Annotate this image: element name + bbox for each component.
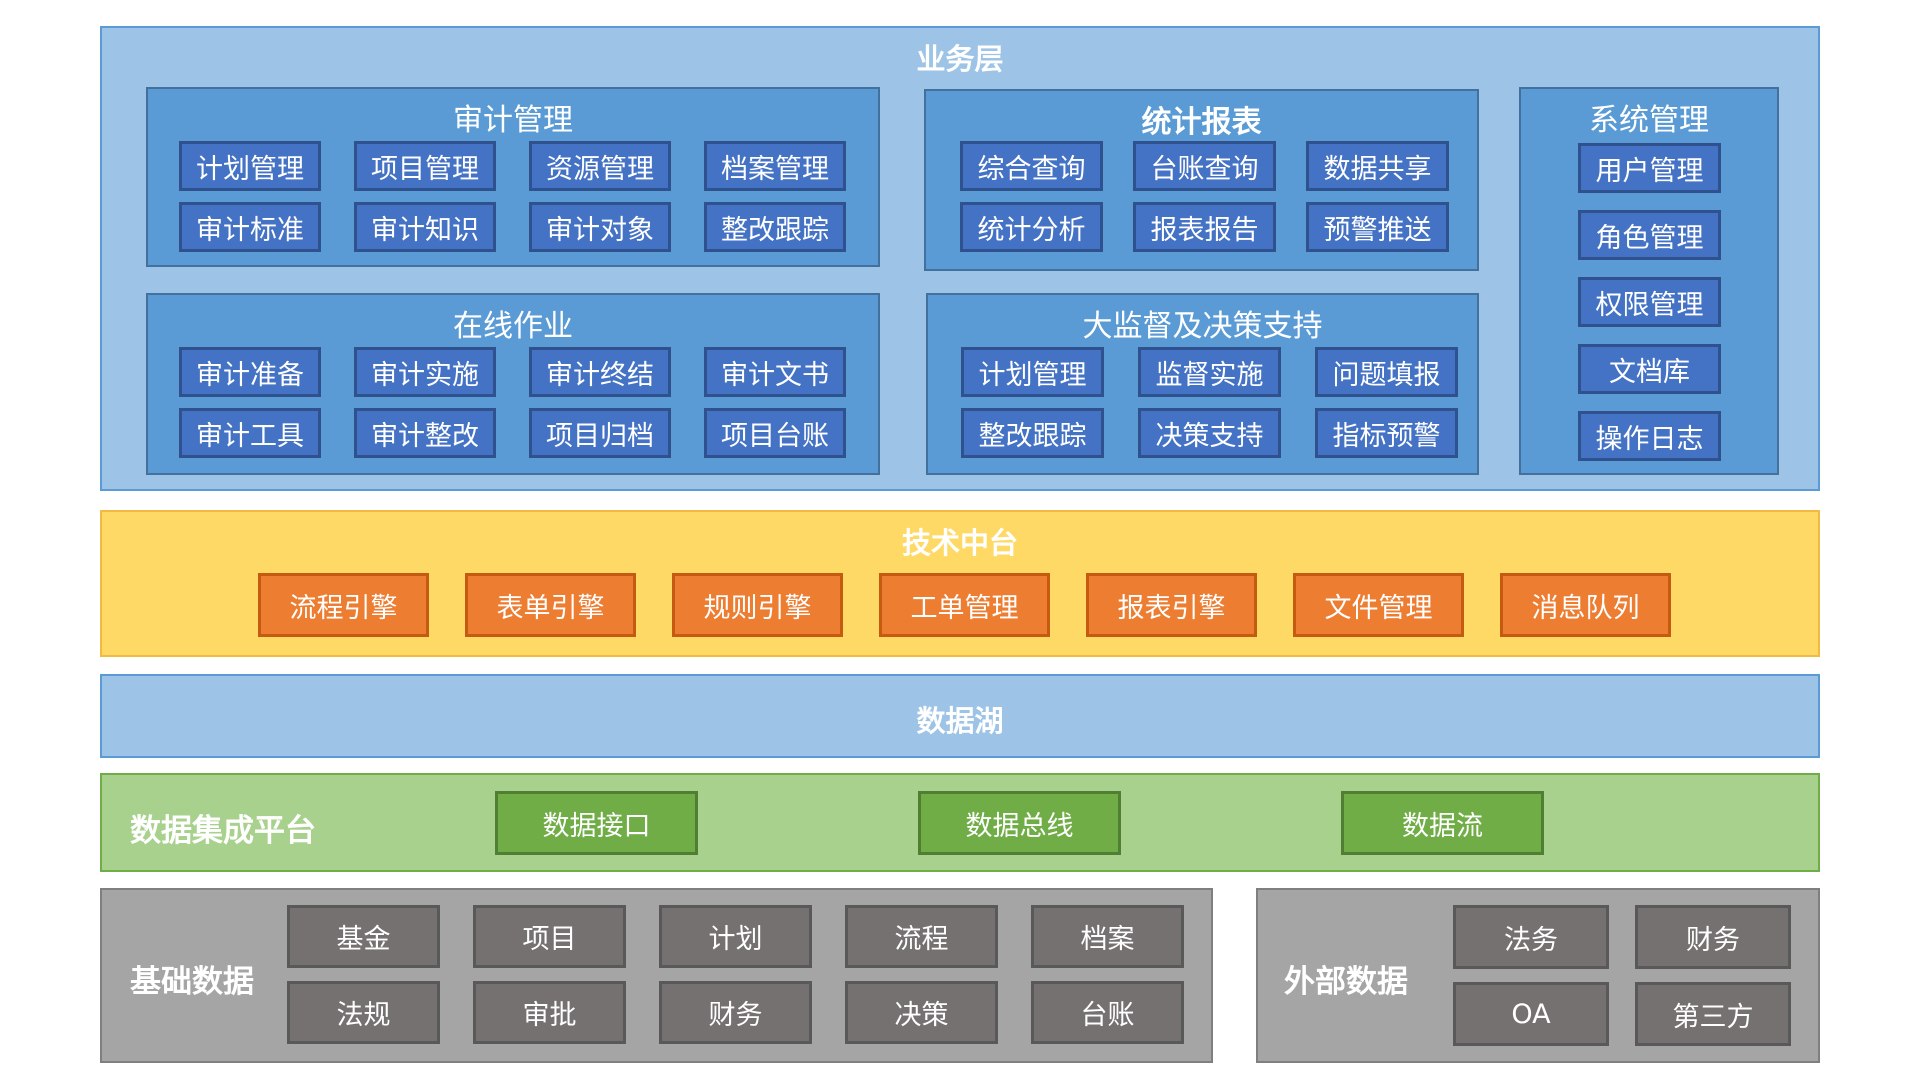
stats-item-grid: 综合查询台账查询数据共享统计分析报表报告预警推送: [960, 141, 1449, 252]
audit-item-grid: 计划管理项目管理资源管理档案管理审计标准审计知识审计对象整改跟踪: [179, 141, 846, 252]
external-data-item-grid: 法务财务 OA 第三方: [1453, 905, 1791, 1046]
tech-item-grid: 流程引擎表单引擎规则引擎工单管理报表引擎文件管理消息队列: [258, 573, 1671, 637]
supervision-decision-group: 大监督及决策支持 计划管理监督实施问题填报整改跟踪决策支持指标预警: [926, 293, 1479, 475]
audit-item-button[interactable]: 资源管理: [529, 141, 671, 191]
base-data-item-button[interactable]: 台账: [1031, 981, 1184, 1044]
audit-item-button[interactable]: 整改跟踪: [704, 202, 846, 252]
supervision-item-button[interactable]: 指标预警: [1315, 408, 1458, 458]
base-data-item-button[interactable]: 基金: [287, 905, 440, 968]
group-title: 统计报表: [1141, 105, 1262, 140]
supervision-item-button[interactable]: 监督实施: [1138, 347, 1281, 397]
base-data-item-button[interactable]: 档案: [1031, 905, 1184, 968]
online-item-button[interactable]: 审计工具: [179, 408, 321, 458]
base-data-title: 基础数据: [130, 964, 254, 1000]
stats-item-button[interactable]: 统计分析: [960, 202, 1103, 252]
system-item-button[interactable]: 用户管理: [1578, 143, 1721, 193]
audit-item-button[interactable]: 档案管理: [704, 141, 846, 191]
integration-item-button[interactable]: 数据流: [1341, 791, 1544, 855]
base-data-item-button[interactable]: 流程: [845, 905, 998, 968]
stats-item-button[interactable]: 报表报告: [1133, 202, 1276, 252]
base-data-item-button[interactable]: 决策: [845, 981, 998, 1044]
tech-item-button[interactable]: 流程引擎: [258, 573, 429, 637]
external-data-item-button[interactable]: 财务: [1635, 905, 1791, 969]
base-data-item-button[interactable]: 项目: [473, 905, 626, 968]
system-management-group: 系统管理 用户管理角色管理权限管理文档库操作日志: [1519, 87, 1779, 475]
audit-item-button[interactable]: 计划管理: [179, 141, 321, 191]
system-item-button[interactable]: 权限管理: [1578, 277, 1721, 327]
online-item-button[interactable]: 审计终结: [529, 347, 671, 397]
tech-platform-title: 技术中台: [901, 526, 1018, 560]
online-item-button[interactable]: 审计准备: [179, 347, 321, 397]
tech-item-button[interactable]: 表单引擎: [465, 573, 636, 637]
supervision-item-button[interactable]: 问题填报: [1315, 347, 1458, 397]
external-data-layer: 外部数据 法务财务 OA 第三方: [1256, 888, 1820, 1063]
audit-item-button[interactable]: 审计对象: [529, 202, 671, 252]
online-item-button[interactable]: 审计实施: [354, 347, 496, 397]
online-item-grid: 审计准备审计实施审计终结审计文书审计工具审计整改项目归档项目台账: [179, 347, 846, 458]
online-item-button[interactable]: 项目台账: [704, 408, 846, 458]
supervision-item-button[interactable]: 计划管理: [961, 347, 1104, 397]
audit-item-button[interactable]: 项目管理: [354, 141, 496, 191]
integration-item-grid: 数据接口 数据总线 数据流: [495, 791, 1544, 855]
online-work-group: 在线作业 审计准备审计实施审计终结审计文书审计工具审计整改项目归档项目台账: [146, 293, 880, 475]
tech-item-button[interactable]: 规则引擎: [672, 573, 843, 637]
external-data-item-button[interactable]: OA: [1453, 982, 1609, 1046]
integration-item-button[interactable]: 数据总线: [918, 791, 1121, 855]
online-item-button[interactable]: 审计整改: [354, 408, 496, 458]
tech-item-button[interactable]: 消息队列: [1500, 573, 1671, 637]
stats-item-button[interactable]: 预警推送: [1306, 202, 1449, 252]
external-data-title: 外部数据: [1284, 964, 1408, 1000]
base-data-item-button[interactable]: 审批: [473, 981, 626, 1044]
tech-item-button[interactable]: 文件管理: [1293, 573, 1464, 637]
business-layer-title: 业务层: [916, 42, 1004, 76]
base-data-item-button[interactable]: 计划: [659, 905, 812, 968]
group-title: 系统管理: [1589, 103, 1709, 138]
supervision-item-button[interactable]: 决策支持: [1138, 408, 1281, 458]
stats-item-button[interactable]: 数据共享: [1306, 141, 1449, 191]
system-item-grid: 用户管理角色管理权限管理文档库操作日志: [1578, 143, 1721, 461]
base-data-item-button[interactable]: 法规: [287, 981, 440, 1044]
base-data-item-button[interactable]: 财务: [659, 981, 812, 1044]
online-item-button[interactable]: 项目归档: [529, 408, 671, 458]
group-title: 大监督及决策支持: [1082, 309, 1323, 344]
audit-item-button[interactable]: 审计标准: [179, 202, 321, 252]
integration-title: 数据集成平台: [130, 813, 316, 849]
stats-item-button[interactable]: 台账查询: [1133, 141, 1276, 191]
data-lake-layer: 数据湖: [100, 674, 1820, 758]
audit-management-group: 审计管理 计划管理项目管理资源管理档案管理审计标准审计知识审计对象整改跟踪: [146, 87, 880, 267]
data-lake-title: 数据湖: [916, 704, 1004, 738]
tech-platform-layer: 技术中台 流程引擎表单引擎规则引擎工单管理报表引擎文件管理消息队列: [100, 510, 1820, 657]
stats-item-button[interactable]: 综合查询: [960, 141, 1103, 191]
external-data-item-button[interactable]: 法务: [1453, 905, 1609, 969]
base-data-item-grid: 基金项目计划流程档案法规审批财务决策台账: [287, 905, 1184, 1044]
external-data-item-button[interactable]: 第三方: [1635, 982, 1791, 1046]
system-item-button[interactable]: 角色管理: [1578, 210, 1721, 260]
tech-item-button[interactable]: 报表引擎: [1086, 573, 1257, 637]
audit-item-button[interactable]: 审计知识: [354, 202, 496, 252]
system-item-button[interactable]: 操作日志: [1578, 411, 1721, 461]
group-title: 在线作业: [453, 309, 573, 344]
integration-layer: 数据集成平台 数据接口 数据总线 数据流: [100, 773, 1820, 872]
integration-item-button[interactable]: 数据接口: [495, 791, 698, 855]
base-data-layer: 基础数据 基金项目计划流程档案法规审批财务决策台账: [100, 888, 1213, 1063]
online-item-button[interactable]: 审计文书: [704, 347, 846, 397]
statistics-reports-group: 统计报表 综合查询台账查询数据共享统计分析报表报告预警推送: [924, 89, 1479, 271]
group-title: 审计管理: [453, 103, 573, 138]
supervision-item-button[interactable]: 整改跟踪: [961, 408, 1104, 458]
supervision-item-grid: 计划管理监督实施问题填报整改跟踪决策支持指标预警: [961, 347, 1458, 458]
system-item-button[interactable]: 文档库: [1578, 344, 1721, 394]
tech-item-button[interactable]: 工单管理: [879, 573, 1050, 637]
